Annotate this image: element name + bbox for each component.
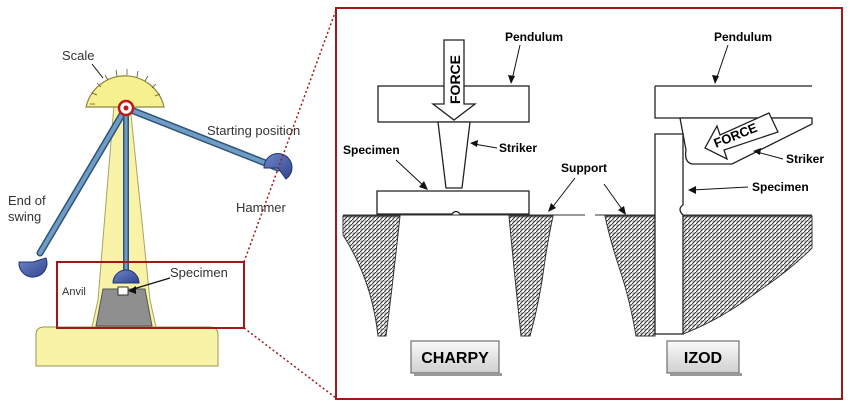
- machine-base: [35, 326, 219, 367]
- specimen-small: [117, 286, 129, 296]
- scale-label: Scale: [62, 48, 95, 63]
- charpy-striker: [437, 121, 471, 189]
- izod-detail: FORCE Pendulum Striker Specimen IZOD: [595, 30, 824, 376]
- hammer-starting-icon: [263, 153, 293, 180]
- charpy-title: CHARPY: [421, 350, 489, 367]
- charpy-support-left: [342, 215, 401, 337]
- charpy-pendulum-label: Pendulum: [505, 30, 563, 44]
- anvil-highlight-box: [56, 261, 245, 329]
- impact-machine: Scale Starting position Hammer End of sw…: [8, 48, 300, 367]
- starting-position-label: Starting position: [207, 123, 300, 138]
- charpy-detail: FORCE Pendulum Striker Specimen Support …: [342, 30, 626, 376]
- end-of-swing-label-line2: swing: [8, 209, 41, 224]
- charpy-force-label: FORCE: [447, 55, 463, 104]
- charpy-force-arrow: [431, 39, 477, 121]
- anvil-block: [95, 288, 153, 327]
- hammer-label: Hammer: [236, 200, 287, 215]
- hammer-end-icon: [18, 257, 48, 278]
- izod-title-badge: [666, 340, 740, 374]
- izod-base-left: [604, 215, 656, 337]
- charpy-title-badge: [410, 340, 500, 374]
- anvil-label: Anvil: [62, 286, 86, 298]
- izod-striker-label: Striker: [786, 152, 824, 166]
- izod-pendulum-label: Pendulum: [714, 30, 772, 44]
- hammer-bottom-icon: [112, 269, 140, 284]
- zoom-connector: [243, 9, 337, 399]
- specimen-label: Specimen: [170, 265, 228, 280]
- charpy-support-right: [508, 215, 554, 337]
- end-of-swing-label-line1: End of: [8, 193, 46, 208]
- charpy-striker-label: Striker: [499, 141, 537, 155]
- izod-force-arrow: [704, 112, 779, 161]
- charpy-support-label: Support: [561, 161, 607, 175]
- charpy-specimen-bar: [376, 190, 530, 215]
- izod-specimen-bar: [654, 133, 684, 335]
- izod-base-right: [682, 215, 813, 335]
- izod-title: IZOD: [684, 350, 722, 367]
- scale-ticks: [90, 69, 161, 105]
- izod-specimen-label: Specimen: [752, 180, 809, 194]
- charpy-specimen-label: Specimen: [343, 143, 400, 157]
